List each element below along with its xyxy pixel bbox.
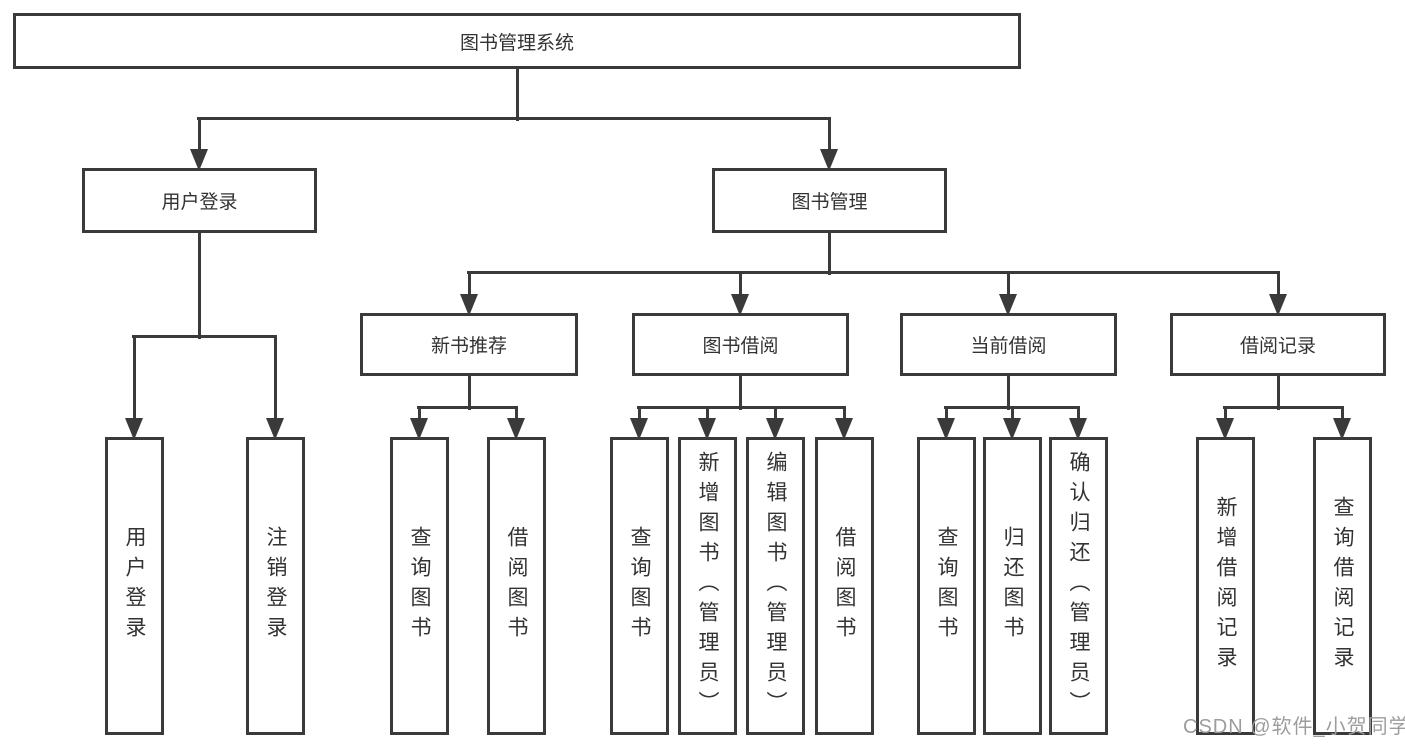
leaf-label: 查询借阅记录	[1331, 496, 1354, 676]
connector-line-vertical	[1007, 376, 1010, 410]
connector-line-vertical	[515, 407, 518, 422]
leaf-borrow-books-2: 借阅图书	[815, 437, 874, 735]
node-label: 新书推荐	[430, 336, 507, 357]
arrowhead-down-icon	[507, 418, 525, 440]
node-new-book-recommend: 新书推荐	[360, 313, 578, 376]
leaf-label: 确认归还（管理员）	[1067, 451, 1090, 721]
node-label: 图书管理系统	[459, 32, 574, 54]
arrowhead-down-icon	[698, 418, 716, 440]
node-current-borrowing: 当前借阅	[900, 313, 1117, 376]
arrowhead-down-icon	[190, 149, 208, 171]
connector-line-horizontal	[417, 406, 518, 409]
arrowhead-down-icon	[731, 294, 749, 316]
connector-line-vertical	[418, 407, 421, 422]
leaf-borrow-books-recommend: 借阅图书	[487, 437, 546, 735]
leaf-label: 注销登录	[264, 526, 287, 646]
connector-line-vertical	[739, 272, 742, 298]
connector-line-vertical	[133, 336, 136, 422]
leaf-label: 查询图书	[628, 526, 651, 646]
arrowhead-down-icon	[937, 418, 955, 440]
connector-line-vertical	[843, 407, 846, 422]
leaf-label: 编辑图书（管理员）	[764, 451, 787, 721]
leaf-logout: 注销登录	[246, 437, 305, 735]
leaf-query-books-recommend: 查询图书	[390, 437, 449, 735]
connector-line-vertical	[1077, 407, 1080, 422]
arrowhead-down-icon	[410, 418, 428, 440]
arrowhead-down-icon	[1216, 418, 1234, 440]
leaf-label: 借阅图书	[833, 526, 856, 646]
connector-line-vertical	[468, 272, 471, 298]
leaf-edit-book-admin: 编辑图书（管理员）	[746, 437, 805, 735]
arrowhead-down-icon	[266, 418, 284, 440]
leaf-confirm-return-admin: 确认归还（管理员）	[1049, 437, 1108, 735]
node-borrowing-records: 借阅记录	[1170, 313, 1386, 376]
leaf-label: 新增图书（管理员）	[696, 451, 719, 721]
node-book-borrowing: 图书借阅	[632, 313, 849, 376]
connector-line-horizontal	[197, 117, 831, 120]
leaf-label: 查询图书	[408, 526, 431, 646]
connector-line-vertical	[1341, 407, 1344, 422]
node-user-login: 用户登录	[82, 168, 317, 233]
leaf-label: 借阅图书	[505, 526, 528, 646]
connector-line-vertical	[945, 407, 948, 422]
connector-line-vertical	[468, 376, 471, 410]
node-root-library-system: 图书管理系统	[13, 13, 1021, 69]
leaf-query-borrow-record: 查询借阅记录	[1313, 437, 1372, 735]
connector-line-horizontal	[467, 271, 1280, 274]
arrowhead-down-icon	[125, 418, 143, 440]
leaf-return-book: 归还图书	[983, 437, 1042, 735]
connector-line-vertical	[1011, 407, 1014, 422]
connector-line-horizontal	[1223, 406, 1344, 409]
connector-line-horizontal	[132, 335, 277, 338]
connector-line-vertical	[516, 69, 519, 121]
connector-line-vertical	[1277, 376, 1280, 410]
arrowhead-down-icon	[766, 418, 784, 440]
arrowhead-down-icon	[1003, 418, 1021, 440]
connector-line-horizontal	[637, 406, 846, 409]
node-label: 图书管理	[791, 192, 868, 213]
connector-line-vertical	[774, 407, 777, 422]
leaf-label: 查询图书	[935, 526, 958, 646]
connector-line-vertical	[828, 118, 831, 153]
arrowhead-down-icon	[460, 294, 478, 316]
arrowhead-down-icon	[1269, 294, 1287, 316]
leaf-add-book-admin: 新增图书（管理员）	[678, 437, 737, 735]
arrowhead-down-icon	[999, 294, 1017, 316]
arrowhead-down-icon	[630, 418, 648, 440]
connector-line-vertical	[274, 336, 277, 422]
arrowhead-down-icon	[820, 149, 838, 171]
leaf-label: 用户登录	[123, 526, 146, 646]
leaf-add-borrow-record: 新增借阅记录	[1196, 437, 1255, 735]
node-label: 借阅记录	[1239, 336, 1316, 357]
connector-line-vertical	[828, 233, 831, 275]
connector-line-vertical	[198, 233, 201, 339]
leaf-query-books-borrow: 查询图书	[610, 437, 669, 735]
connector-line-vertical	[1224, 407, 1227, 422]
arrowhead-down-icon	[835, 418, 853, 440]
connector-line-vertical	[1007, 272, 1010, 298]
connector-line-vertical	[706, 407, 709, 422]
arrowhead-down-icon	[1333, 418, 1351, 440]
watermark: CSDN @软件_小贺同学	[1183, 716, 1405, 738]
node-label: 图书借阅	[702, 336, 779, 357]
node-label: 当前借阅	[970, 336, 1047, 357]
leaf-label: 新增借阅记录	[1214, 496, 1237, 676]
connector-line-vertical	[638, 407, 641, 422]
node-book-management: 图书管理	[712, 168, 947, 233]
node-label: 用户登录	[161, 192, 238, 213]
leaf-user-login: 用户登录	[105, 437, 164, 735]
leaf-query-books-current: 查询图书	[917, 437, 976, 735]
connector-line-vertical	[198, 118, 201, 153]
connector-line-vertical	[1277, 272, 1280, 298]
arrowhead-down-icon	[1069, 418, 1087, 440]
connector-line-vertical	[739, 376, 742, 410]
leaf-label: 归还图书	[1001, 526, 1024, 646]
